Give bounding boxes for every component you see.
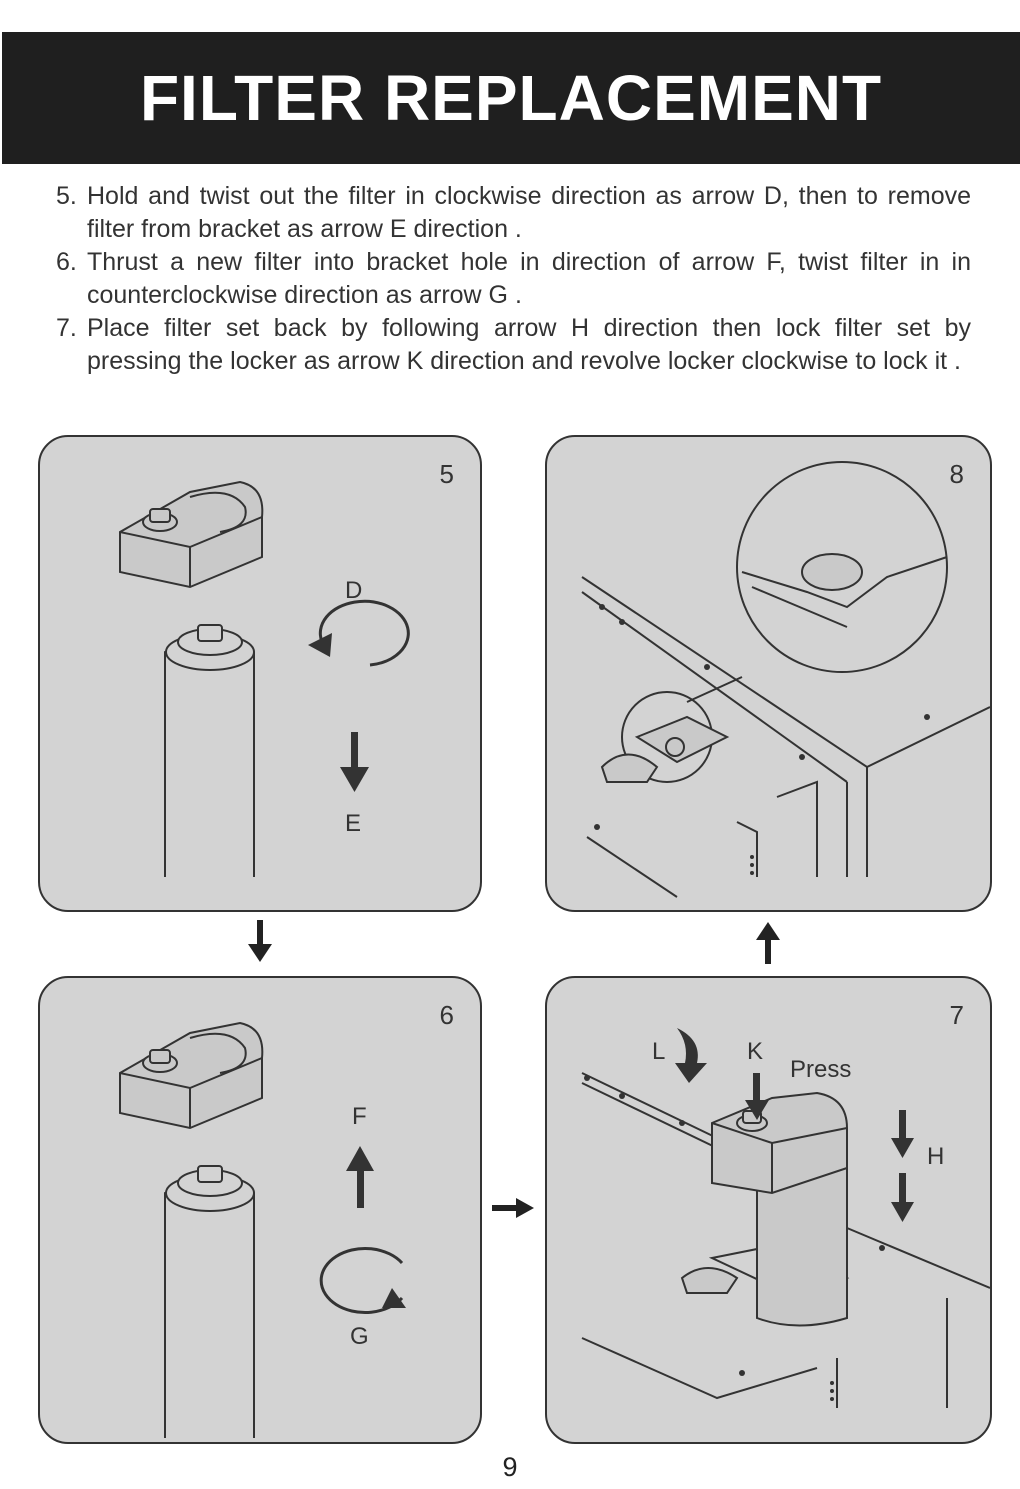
step-text: Hold and twist out the filter in clockwi… xyxy=(87,182,971,243)
filter-locking-illustration xyxy=(581,1028,990,1408)
page-number: 9 xyxy=(502,1452,518,1482)
arrow-k-label: K xyxy=(747,1038,764,1065)
arrow-d-label: D xyxy=(345,577,363,604)
step-number: 5. xyxy=(56,182,77,210)
step-5: 5. Hold and twist out the filter in cloc… xyxy=(56,180,971,246)
page-title: FILTER REPLACEMENT xyxy=(139,62,883,134)
arrow-up-icon xyxy=(756,922,780,964)
filter-removal-illustration xyxy=(119,480,410,877)
panel-number: 7 xyxy=(949,1000,964,1030)
panel-step-8: 8 xyxy=(545,435,992,912)
step-number: 6. xyxy=(56,248,77,276)
panel-step-7: 7 L K Press H xyxy=(545,976,992,1444)
panel-number: 5 xyxy=(439,459,454,489)
instruction-list: 5. Hold and twist out the filter in cloc… xyxy=(56,180,971,378)
arrow-down-icon xyxy=(248,920,272,962)
panel-number: 6 xyxy=(439,1000,454,1030)
filter-insertion-illustration xyxy=(119,1021,406,1438)
press-label: Press xyxy=(790,1056,852,1083)
filter-installed-illustration xyxy=(581,461,990,898)
arrow-f-label: F xyxy=(352,1103,367,1130)
step-text: Thrust a new filter into bracket hole in… xyxy=(87,248,971,309)
arrow-g-label: G xyxy=(350,1323,369,1350)
panel-number: 8 xyxy=(949,459,964,489)
step-6: 6. Thrust a new filter into bracket hole… xyxy=(56,246,971,312)
page-header: FILTER REPLACEMENT xyxy=(2,32,1020,164)
step-text: Place filter set back by following arrow… xyxy=(87,314,971,375)
arrow-h-label: H xyxy=(927,1143,945,1170)
arrow-l-label: L xyxy=(652,1038,666,1065)
step-7: 7. Place filter set back by following ar… xyxy=(56,312,971,378)
panel-step-6: 6 F G xyxy=(38,976,482,1444)
arrow-right-icon xyxy=(492,1198,534,1218)
panel-step-5: 5 D E xyxy=(38,435,482,912)
arrow-e-label: E xyxy=(345,810,362,837)
step-number: 7. xyxy=(56,314,77,342)
